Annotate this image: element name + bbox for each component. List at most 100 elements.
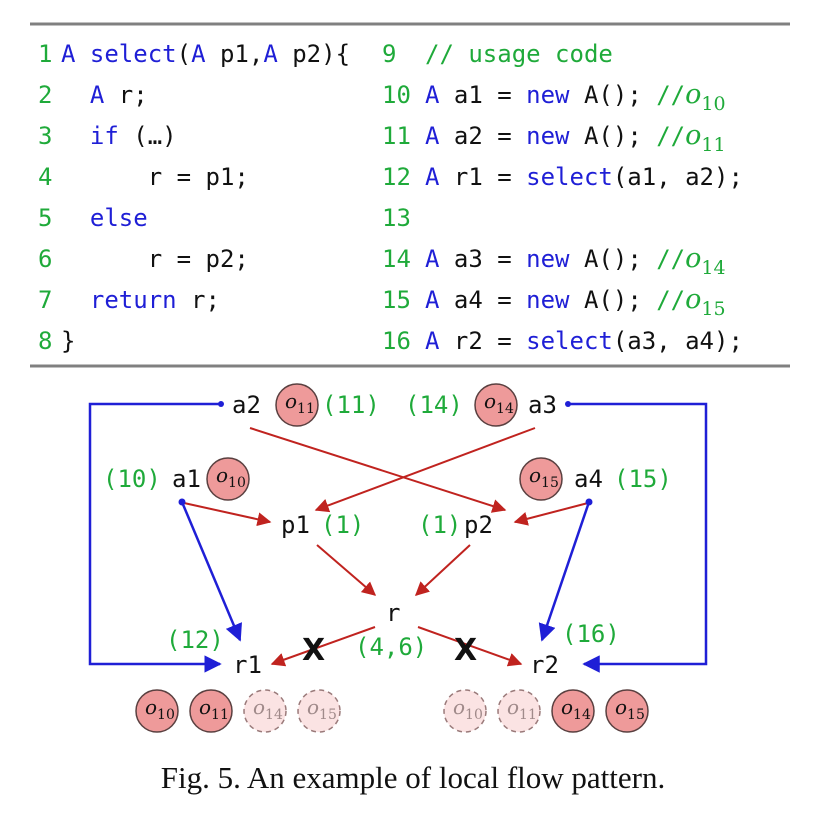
code-text: r = p1; [61,163,249,191]
object-base: o [685,79,701,110]
code-token: new [526,81,570,109]
line-number: 12 [382,163,411,191]
code-token: // [656,122,685,150]
code-line-12: 12 A r1 = select(a1, a2); [382,163,743,191]
code-token: r; [177,286,220,314]
code-token: r = p1; [61,163,249,191]
object-label: o15 [615,695,645,723]
line-number: 3 [38,122,52,150]
edge-p2-r [414,544,471,596]
code-line-9: 9 // usage code [382,40,613,68]
object-subscript: 15 [541,475,559,491]
object-a1: o10 [206,457,250,501]
edge-a4-r2 [538,501,591,642]
code-token: if [90,122,119,150]
object-base: o [253,695,265,719]
code-token: a2 = [439,122,526,150]
code-token: A [425,286,440,314]
edge-r-r1 [270,626,376,667]
object-label: o10 [145,695,175,723]
object-circle-shape [497,689,541,733]
object-annotation: o14 [685,243,725,279]
r1-points-to-10: o10 [135,689,179,733]
code-text: A r2 = select(a3, a4); [425,327,743,355]
object-subscript: 14 [265,707,283,723]
code-token: a1 = [439,81,526,109]
object-circle-shape [474,383,518,427]
line-number: 6 [38,245,52,273]
object-label: o14 [253,695,283,723]
edge-a1-r1 [180,501,242,642]
r1-points-to-14: o14 [243,689,287,733]
code-line-6: 6 r = p2; [38,245,249,273]
code-listing-left: 1 A select(A p1,A p2){ 2 A r; 3 if (…) 4 r =… [38,40,350,355]
r2-points-to-10: o10 [443,689,487,733]
node-r1-line: (12) [166,626,224,654]
code-line-4: 4 r = p1; [38,163,249,191]
code-token: r = p2; [61,245,249,273]
code-token [61,122,90,150]
edge-a3-p1 [314,427,536,513]
code-token: A [425,327,440,355]
object-a3: o14 [474,383,518,427]
code-token: // [656,81,685,109]
object-base: o [307,695,319,719]
r1-points-to-15: o15 [297,689,341,733]
node-a4: a4 [574,465,603,493]
line-number: 15 [382,286,411,314]
object-label: o15 [529,463,559,491]
object-base: o [561,695,573,719]
code-text: A r1 = select(a1, a2); [425,163,743,191]
object-subscript: 14 [496,401,514,417]
object-base: o [615,695,627,719]
object-subscript: 10 [701,93,725,115]
code-text: if (…) [61,122,177,150]
r2-points-to-15: o15 [605,689,649,733]
code-token: // [656,245,685,273]
line-number: 9 [382,40,396,68]
cut-marks: X X [302,633,477,668]
node-a3: a3 [528,391,557,419]
code-token: a4 = [439,286,526,314]
object-base: o [685,243,701,274]
code-token: p1, [206,40,264,68]
r1-points-to-11: o11 [189,689,233,733]
line-number: 5 [38,204,52,232]
blue-callsite-edges [88,401,708,673]
line-number: 1 [38,40,52,68]
code-token: (a1, a2); [613,163,743,191]
line-number: 7 [38,286,52,314]
object-circle-shape [551,689,595,733]
code-line-2: 2 A r; [38,81,148,109]
code-text: A select(A p1,A p2){ [61,40,350,68]
object-circle-shape [243,689,287,733]
code-text: // usage code [425,40,613,68]
code-token: A [425,122,440,150]
object-circle-shape [275,383,319,427]
node-p1-line: (1) [321,511,364,539]
code-text: else [61,204,148,232]
object-base: o [145,695,157,719]
code-token: } [61,327,75,355]
code-token: select [526,327,613,355]
code-line-1: 1 A select(A p1,A p2){ [38,40,350,68]
object-subscript: 15 [319,707,337,723]
code-token [61,204,90,232]
node-p2-line: (1) [418,511,461,539]
object-subscript: 11 [519,707,537,723]
code-token: A(); [570,286,657,314]
code-text: A a1 = new A(); // [425,81,685,109]
code-line-7: 7 return r; [38,286,220,314]
code-token: (a3, a4); [613,327,743,355]
code-token: new [526,286,570,314]
node-p2: p2 [464,511,493,539]
object-circle-shape [206,457,250,501]
node-r: r [386,599,400,627]
code-token: A [425,81,440,109]
code-token: A(); [570,122,657,150]
object-subscript: 10 [157,707,175,723]
